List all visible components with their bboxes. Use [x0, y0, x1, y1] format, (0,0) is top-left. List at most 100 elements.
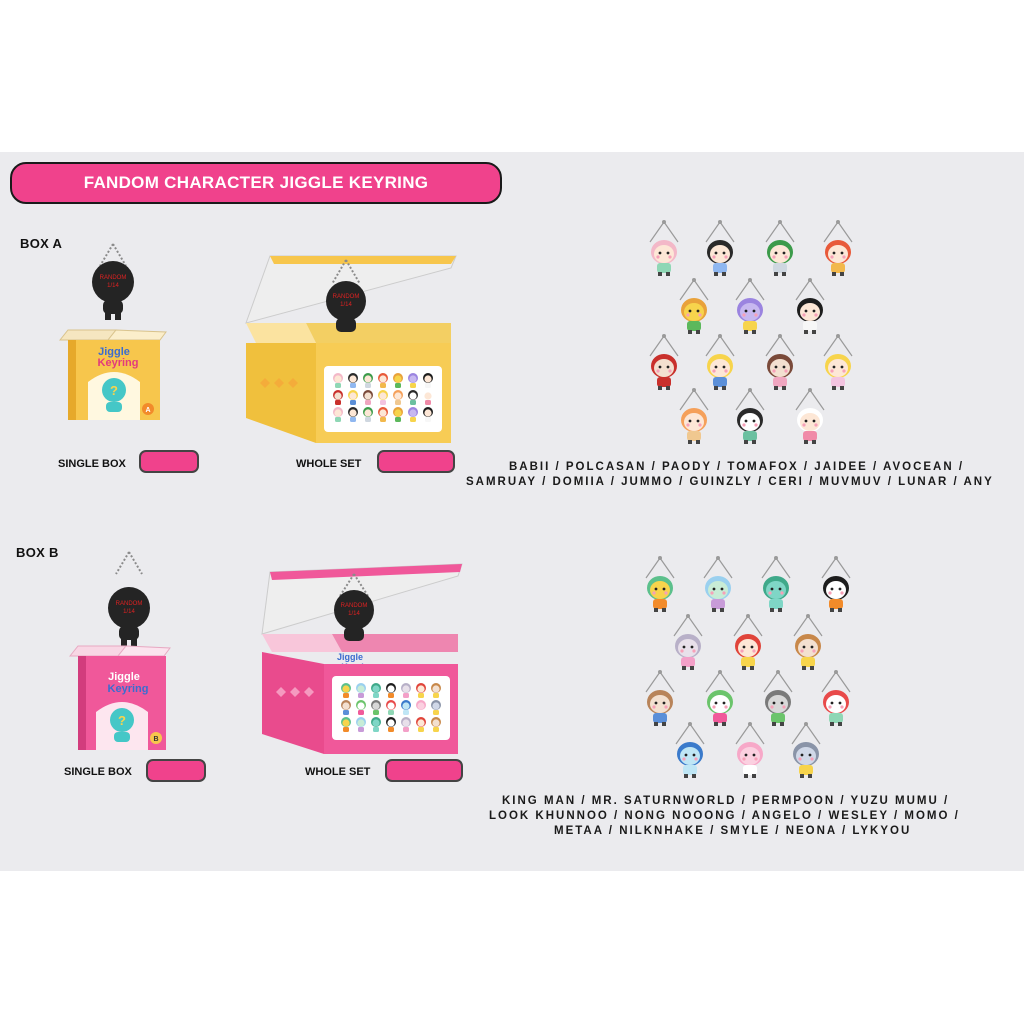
- keyring-character: [649, 220, 679, 276]
- random-tag: RANDOM: [116, 601, 143, 607]
- mini-character: [408, 390, 418, 405]
- random-count: 1/14: [123, 609, 135, 615]
- page-title: FANDOM CHARACTER JIGGLE KEYRING: [83, 173, 429, 192]
- mini-character: [341, 717, 351, 732]
- mini-character: [423, 390, 433, 405]
- box-a-single-box-label: SINGLE BOX: [58, 458, 126, 470]
- keyring-character: [821, 556, 851, 612]
- mini-character: [393, 373, 403, 388]
- random-tag: RANDOM: [333, 294, 360, 300]
- mini-character: [408, 407, 418, 422]
- chain: [115, 551, 143, 575]
- box-a-names-line-1: BABII / POLCASAN / PAODY / TOMAFOX / JAI…: [509, 461, 965, 473]
- keyring-character: [765, 220, 795, 276]
- random-tag: RANDOM: [341, 603, 368, 609]
- box-b-names-line-2: LOOK KHUNNOO / NONG NOOONG / ANGELO / WE…: [489, 810, 960, 822]
- mini-character: [423, 373, 433, 388]
- keyring-character: [703, 556, 733, 612]
- box-b-whole-set-label: WHOLE SET: [305, 766, 371, 778]
- keyring-character: [765, 334, 795, 390]
- keyring-character: [673, 614, 703, 670]
- box-b-names-line-1: KING MAN / MR. SATURNWORLD / PERMPOON / …: [502, 795, 950, 807]
- keyring-character: [763, 670, 793, 726]
- mini-character: [348, 407, 358, 422]
- mini-character: [356, 717, 366, 732]
- mini-character: [408, 373, 418, 388]
- mini-character: [416, 717, 426, 732]
- mini-character: [333, 390, 343, 405]
- package: Jiggle Keyring ? B: [68, 645, 171, 750]
- mini-character: [378, 390, 388, 405]
- keyring-character: [761, 556, 791, 612]
- mini-character: [423, 407, 433, 422]
- box-a-names-line-2: SAMRUAY / DOMIIA / JUMMO / GUINZLY / CER…: [466, 476, 994, 488]
- mini-character: [363, 407, 373, 422]
- mini-character: [401, 717, 411, 732]
- keyring-character: [705, 220, 735, 276]
- box-a-label: BOX A: [20, 236, 63, 251]
- keyring-character: [795, 388, 825, 444]
- keyring-character: [679, 388, 709, 444]
- blind-figure: RANDOM 1/14: [92, 261, 134, 320]
- mini-character: [386, 717, 396, 732]
- box-a-character-lineup: [649, 220, 853, 444]
- mini-character: [371, 700, 381, 715]
- mini-character: [386, 700, 396, 715]
- keyring-character: [705, 670, 735, 726]
- mini-character: [393, 407, 403, 422]
- mini-character: [378, 373, 388, 388]
- product-name-1: Jiggle: [108, 671, 140, 683]
- product-name-2: Keyring: [98, 357, 139, 369]
- product-name-1: Jiggle: [98, 346, 130, 358]
- mini-character: [333, 373, 343, 388]
- mini-character: [356, 700, 366, 715]
- mini-character: [431, 717, 441, 732]
- keyring-character: [791, 722, 821, 778]
- keyring-character: [823, 334, 853, 390]
- keyring-character: [793, 614, 823, 670]
- mini-character: [401, 700, 411, 715]
- mini-character: [348, 390, 358, 405]
- box-b-single-box-price: [146, 759, 206, 782]
- keyring-character: [823, 220, 853, 276]
- keyring-character: [649, 334, 679, 390]
- mini-character: [393, 390, 403, 405]
- set-character-grid: [341, 683, 441, 732]
- mini-character: [371, 717, 381, 732]
- mini-character: [416, 700, 426, 715]
- title-banner: FANDOM CHARACTER JIGGLE KEYRING: [10, 162, 502, 204]
- chain: [339, 573, 369, 597]
- keyring-character: [645, 670, 675, 726]
- mini-character: [378, 407, 388, 422]
- mini-character: [363, 373, 373, 388]
- mini-character: [341, 683, 351, 698]
- mini-character: [386, 683, 396, 698]
- blind-figure: RANDOM 1/14: [108, 587, 150, 650]
- keyring-character: [679, 278, 709, 334]
- box-b-whole-set-image: RANDOM 1/14 Jiggle Keyring: [261, 563, 463, 754]
- promo-panel: FANDOM CHARACTER JIGGLE KEYRING BOX A RA…: [0, 152, 1024, 871]
- mini-character: [416, 683, 426, 698]
- set-character-grid: [333, 373, 433, 422]
- random-tag: RANDOM: [100, 275, 127, 281]
- keyring-character: [821, 670, 851, 726]
- keyring-character: [735, 722, 765, 778]
- keyring-character: [733, 614, 763, 670]
- mystery-question-mark: ?: [118, 713, 126, 728]
- keyring-character: [735, 388, 765, 444]
- mini-character: [356, 683, 366, 698]
- product-name-1: Jiggle: [337, 652, 363, 662]
- box-b-names-line-3: METAA / NILKNHAKE / SMYLE / NEONA / LYKY…: [554, 825, 912, 837]
- box-a-single-box-price: [139, 450, 199, 473]
- box-b-single-box-label: SINGLE BOX: [64, 766, 132, 778]
- mini-character: [341, 700, 351, 715]
- box-a-single-box-image: RANDOM 1/14 Jiggle Keyring ? A: [58, 243, 167, 420]
- box-a-whole-set-price: [377, 450, 455, 473]
- product-name-2: Keyring: [108, 683, 149, 695]
- chain: [99, 243, 127, 267]
- keyring-character: [795, 278, 825, 334]
- random-count: 1/14: [340, 302, 352, 308]
- mini-character: [371, 683, 381, 698]
- mini-character: [363, 390, 373, 405]
- keyring-character: [735, 278, 765, 334]
